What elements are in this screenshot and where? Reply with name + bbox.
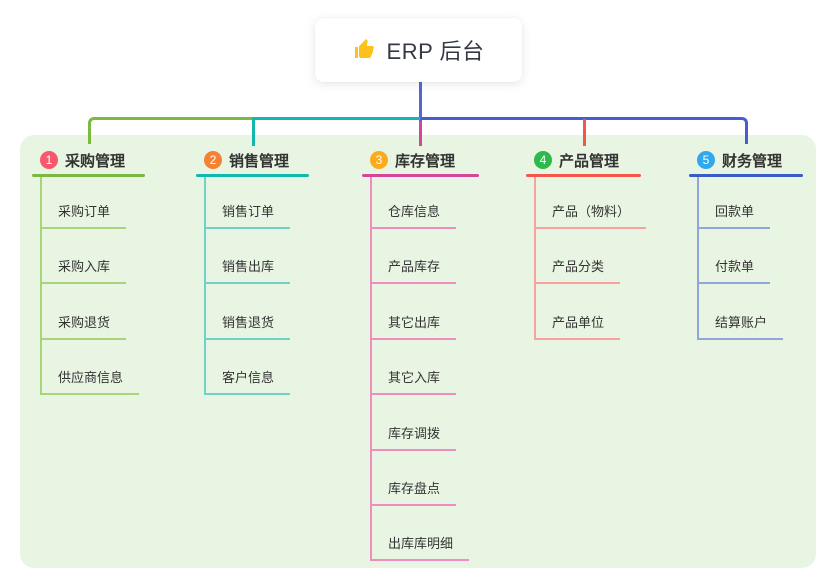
child-node-销售出库: 销售出库 (204, 229, 291, 285)
branch-children-connector-line (697, 177, 699, 340)
child-node-采购订单: 采购订单 (40, 177, 127, 229)
child-node-采购入库: 采购入库 (40, 229, 127, 285)
child-node-产品单位: 产品单位 (534, 284, 621, 340)
child-node-产品分类: 产品分类 (534, 229, 621, 285)
child-node-出库库明细: 出库库明细 (370, 506, 470, 562)
child-node-销售退货: 销售退货 (204, 284, 291, 340)
branch-title-node[interactable]: 5 财务管理 (689, 146, 803, 174)
branch-number-badge: 4 (534, 151, 552, 169)
branch-number-badge: 1 (40, 151, 58, 169)
child-node-采购退货: 采购退货 (40, 284, 127, 340)
branch-title-label: 库存管理 (395, 152, 456, 170)
child-node-label[interactable]: 其它入库 (370, 367, 457, 396)
child-node-供应商信息: 供应商信息 (40, 340, 140, 396)
branches-panel (20, 135, 816, 568)
branch-number-badge: 3 (370, 151, 388, 169)
child-node-label[interactable]: 出库库明细 (370, 533, 470, 562)
branch-title-underline (526, 174, 641, 177)
child-node-label[interactable]: 结算账户 (697, 312, 784, 340)
branch-title-label: 采购管理 (65, 152, 126, 170)
child-node-label[interactable]: 采购订单 (40, 201, 127, 229)
child-node-label[interactable]: 采购入库 (40, 256, 127, 285)
branch4-connector-drop (583, 119, 586, 146)
child-node-label[interactable]: 产品单位 (534, 312, 621, 340)
branch-title-label: 财务管理 (722, 152, 783, 170)
branch-title-underline (196, 174, 309, 177)
thumbs-up-icon (354, 39, 374, 58)
root-connector-line (419, 82, 422, 121)
branch-title-underline (362, 174, 479, 177)
branch-title-underline (32, 174, 145, 177)
child-node-label[interactable]: 库存盘点 (370, 478, 457, 506)
child-node-客户信息: 客户信息 (204, 340, 291, 396)
child-node-库存盘点: 库存盘点 (370, 451, 457, 506)
branch1-connector-elbow (88, 117, 252, 144)
child-node-label[interactable]: 客户信息 (204, 367, 291, 396)
branch-title-underline (689, 174, 803, 177)
child-node-其它出库: 其它出库 (370, 284, 457, 340)
branch-children-connector-line (204, 177, 206, 396)
child-node-产品（物料）: 产品（物料） (534, 177, 647, 229)
child-node-label[interactable]: 仓库信息 (370, 201, 457, 229)
branch-title-node[interactable]: 1 采购管理 (32, 146, 145, 174)
branch-children-connector-line (534, 177, 536, 340)
branch-title-node[interactable]: 4 产品管理 (526, 146, 641, 174)
root-node-label: ERP 后台 (386, 39, 485, 64)
child-node-label[interactable]: 产品（物料） (534, 201, 647, 229)
child-node-label[interactable]: 回款单 (697, 201, 771, 229)
child-node-仓库信息: 仓库信息 (370, 177, 457, 229)
root-node[interactable]: ERP 后台 (315, 18, 522, 82)
child-node-付款单: 付款单 (697, 229, 771, 285)
child-node-label[interactable]: 产品库存 (370, 256, 457, 285)
branch-title-node[interactable]: 2 销售管理 (196, 146, 309, 174)
child-node-label[interactable]: 销售订单 (204, 201, 291, 229)
child-node-销售订单: 销售订单 (204, 177, 291, 229)
child-node-产品库存: 产品库存 (370, 229, 457, 285)
branch-number-badge: 5 (697, 151, 715, 169)
child-node-label[interactable]: 采购退货 (40, 312, 127, 340)
branch2-connector-top (252, 117, 420, 120)
branch-title-label: 销售管理 (229, 152, 290, 170)
branch-number-badge: 2 (204, 151, 222, 169)
child-node-label[interactable]: 产品分类 (534, 256, 621, 285)
child-node-回款单: 回款单 (697, 177, 771, 229)
child-node-label[interactable]: 供应商信息 (40, 367, 140, 396)
branch-children-connector-line (40, 177, 42, 396)
branch-title-node[interactable]: 3 库存管理 (362, 146, 479, 174)
child-node-label[interactable]: 销售出库 (204, 256, 291, 285)
child-node-结算账户: 结算账户 (697, 284, 784, 340)
child-node-库存调拨: 库存调拨 (370, 395, 457, 451)
branch3-connector-drop (419, 121, 422, 146)
branch5-connector-elbow (421, 117, 748, 144)
child-node-label[interactable]: 其它出库 (370, 312, 457, 340)
branch2-connector-drop (252, 117, 255, 146)
child-node-label[interactable]: 销售退货 (204, 312, 291, 340)
child-node-label[interactable]: 库存调拨 (370, 423, 457, 451)
branch-children-connector-line (370, 177, 372, 562)
branch-title-label: 产品管理 (559, 152, 620, 170)
child-node-label[interactable]: 付款单 (697, 256, 771, 285)
child-node-其它入库: 其它入库 (370, 340, 457, 396)
